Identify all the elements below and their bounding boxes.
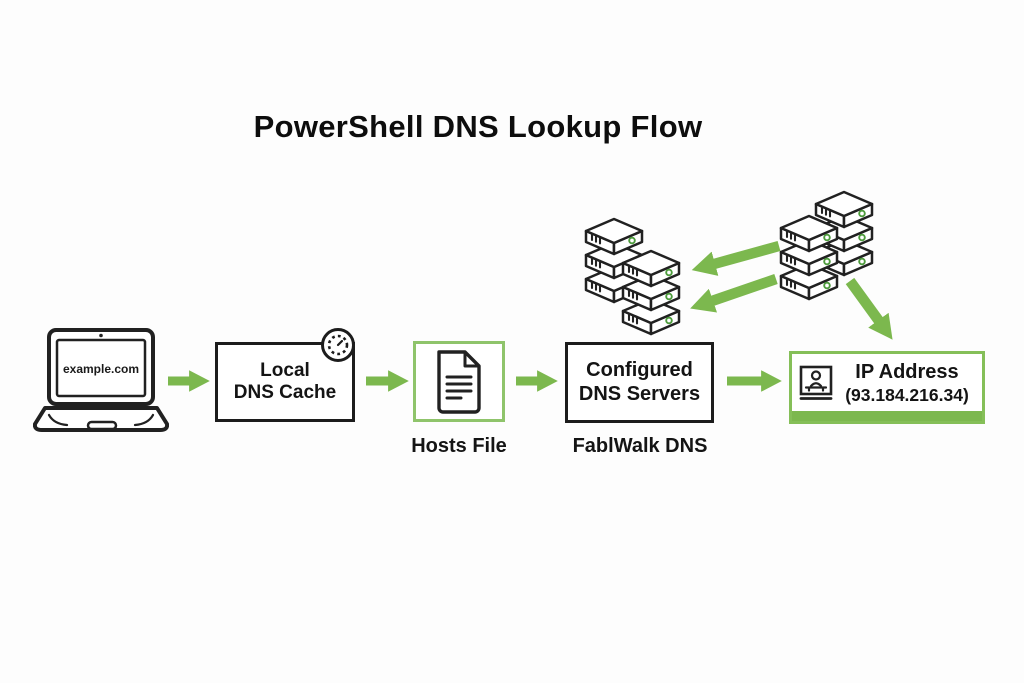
ip-address-box: IP Address (93.184.216.34) <box>789 351 985 424</box>
diagram-title: PowerShell DNS Lookup Flow <box>253 109 703 144</box>
arrow-servers-response-2-icon <box>690 274 778 313</box>
server-stack-icon <box>816 192 872 275</box>
hosts-file-caption: Hosts File <box>411 435 507 457</box>
hosts-file-box <box>413 341 505 422</box>
dns-server-cluster-right <box>781 192 872 299</box>
id-badge-icon <box>799 365 833 400</box>
ip-address-value: (93.184.216.34) <box>845 384 969 405</box>
dns-provider-caption: FablWalk DNS <box>572 435 708 457</box>
ip-address-text: IP Address (93.184.216.34) <box>838 360 976 406</box>
dns-server-cluster-left <box>586 219 679 334</box>
ip-box-accent-bar <box>792 411 982 421</box>
local-dns-cache-label: Local DNS Cache <box>233 359 337 403</box>
timer-icon <box>321 328 355 362</box>
document-icon <box>437 349 481 414</box>
arrow-servers-to-ip-icon <box>845 277 893 340</box>
configured-dns-servers-box: Configured DNS Servers <box>565 342 714 423</box>
server-stack-icon <box>623 251 679 334</box>
ip-address-label: IP Address <box>855 361 959 384</box>
laptop-screen-text: example.com <box>63 362 139 376</box>
server-stack-icon <box>781 216 837 299</box>
arrow-servers-response-1-icon <box>691 240 781 276</box>
laptop-icon: example.com <box>33 328 169 432</box>
server-stack-icon <box>586 219 642 302</box>
configured-dns-servers-label: Configured DNS Servers <box>578 358 701 405</box>
local-dns-cache-box: Local DNS Cache <box>215 328 355 422</box>
